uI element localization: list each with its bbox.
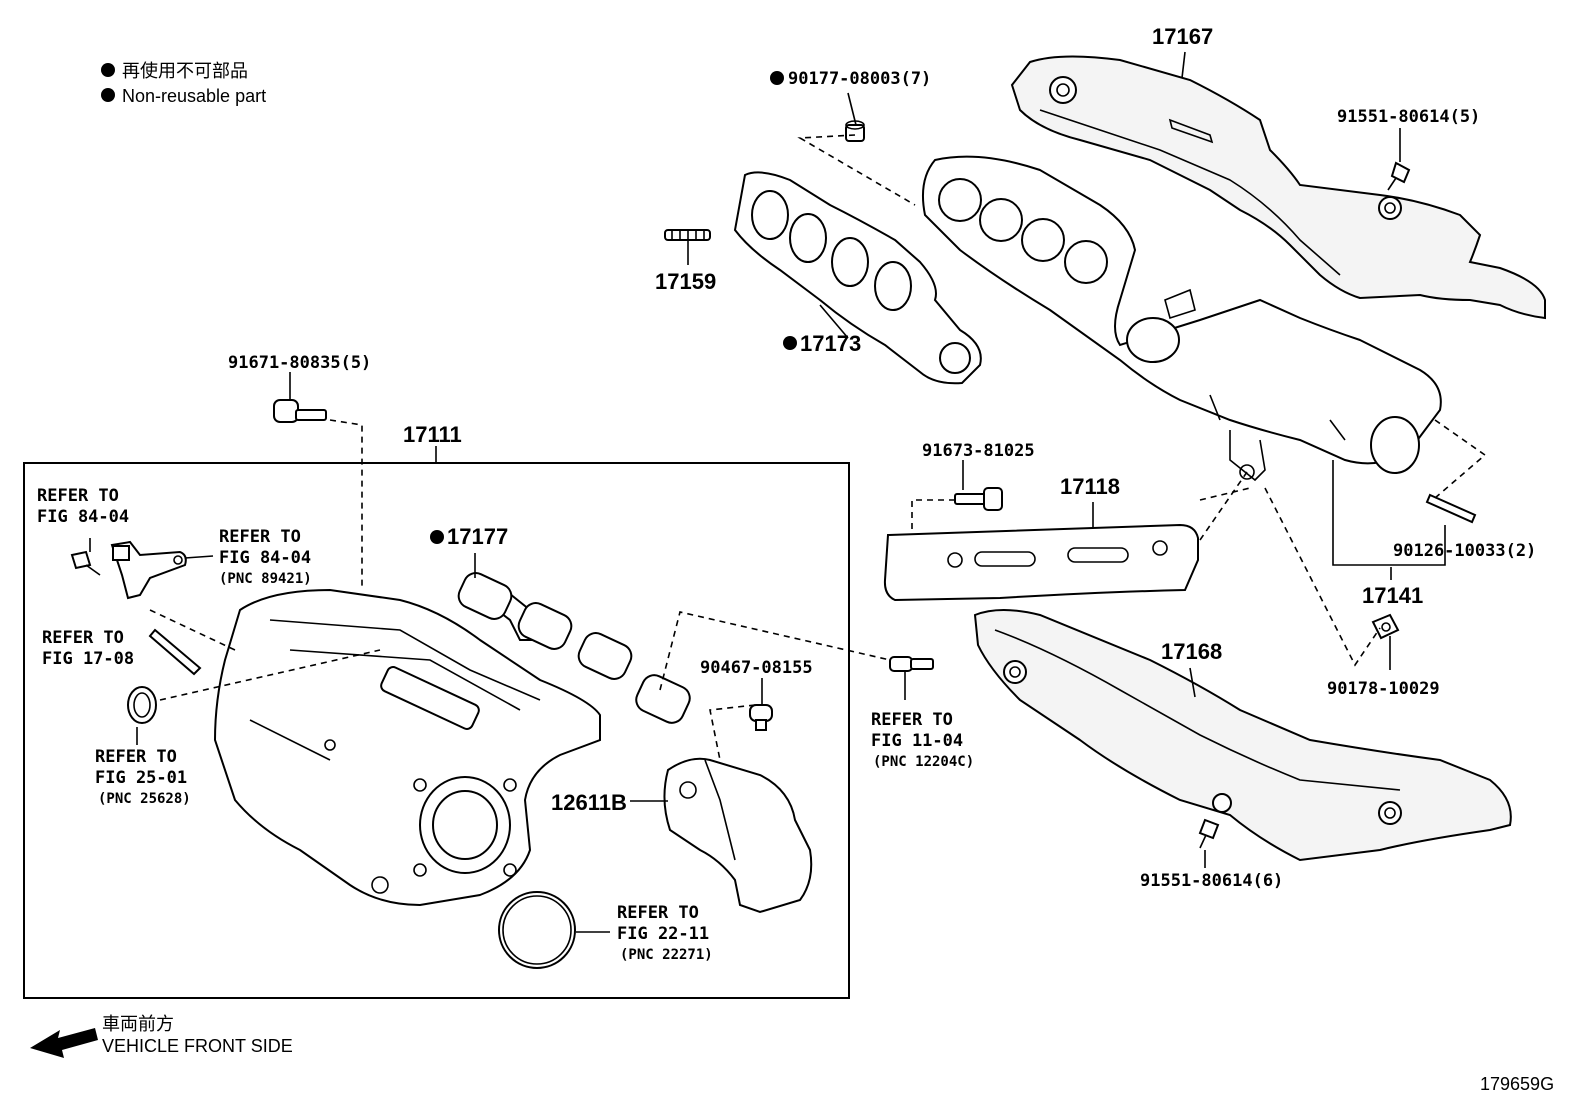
- refer-to-84-04-a: REFER TO FIG 84-04: [37, 486, 129, 527]
- legend: 再使用不可部品 Non-reusable part: [101, 61, 266, 106]
- bolt-91551-upper: [1387, 161, 1411, 191]
- connector-lines: [149, 134, 1487, 761]
- nut-90177: [845, 120, 865, 142]
- refer-line-3: (PNC 22271): [620, 947, 713, 963]
- part-label: 91551-80614(6): [1140, 871, 1283, 891]
- part-label: 17177: [447, 524, 508, 549]
- refer-line-1: REFER TO: [42, 628, 124, 648]
- clamp-ring: [127, 686, 157, 724]
- hose: [148, 628, 202, 676]
- legend-jp: 再使用不可部品: [122, 61, 248, 81]
- non-reusable-bullet-icon: [783, 336, 797, 350]
- part-label: 17167: [1152, 24, 1213, 49]
- refer-line-1: REFER TO: [95, 747, 177, 767]
- manifold-stay-17118: [883, 523, 1199, 602]
- bolt-91551-lower: [1198, 818, 1220, 849]
- intake-manifold: [213, 588, 601, 907]
- front-side-en: VEHICLE FRONT SIDE: [102, 1036, 293, 1056]
- part-label: 90126-10033(2): [1393, 541, 1536, 561]
- bolt-91671: [273, 399, 327, 423]
- front-side-jp: 車両前方: [102, 1014, 174, 1034]
- refer-line-1: REFER TO: [617, 903, 699, 923]
- vehicle-front-side: 車両前方 VEHICLE FRONT SIDE: [30, 1014, 293, 1058]
- refer-line-2: FIG 17-08: [42, 649, 134, 669]
- part-label: 17168: [1161, 639, 1222, 664]
- stud-17159: [664, 229, 711, 241]
- stud-90126: [1425, 493, 1477, 524]
- part-label: 91673-81025: [922, 441, 1035, 461]
- bolt-90467: [749, 704, 773, 731]
- heat-insulator-upper: [1010, 55, 1546, 320]
- legend-en: Non-reusable part: [122, 86, 266, 106]
- refer-to-17-08: REFER TO FIG 17-08: [42, 628, 134, 669]
- refer-to-84-04-b: REFER TO FIG 84-04 (PNC 89421): [219, 527, 312, 587]
- refer-line-1: REFER TO: [871, 710, 953, 730]
- refer-line-2: FIG 84-04: [37, 507, 129, 527]
- non-reusable-bullet-icon: [430, 530, 444, 544]
- refer-to-11-04: REFER TO FIG 11-04 (PNC 12204C): [871, 710, 974, 770]
- part-label: 17141: [1362, 583, 1423, 608]
- sensor: [110, 540, 187, 600]
- refer-line-3: (PNC 89421): [219, 571, 312, 587]
- exhaust-manifold-gasket: [733, 171, 982, 385]
- front-arrow-icon: [30, 1028, 98, 1058]
- refer-line-1: REFER TO: [219, 527, 301, 547]
- exhaust-manifold: [922, 155, 1442, 482]
- figure-id: 179659G: [1480, 1074, 1554, 1094]
- sensor-pnc-12204c: [889, 656, 934, 672]
- non-reusable-bullet-icon: [101, 88, 115, 102]
- refer-line-3: (PNC 25628): [98, 791, 191, 807]
- non-reusable-bullet-icon: [770, 71, 784, 85]
- leader-lines: [89, 51, 1446, 933]
- part-label: 90178-10029: [1327, 679, 1440, 699]
- refer-line-2: FIG 84-04: [219, 548, 311, 568]
- part-label: 90467-08155: [700, 658, 813, 678]
- refer-line-3: (PNC 12204C): [873, 754, 974, 770]
- throttle-gasket-ring: [498, 891, 576, 969]
- refer-to-22-11: REFER TO FIG 22-11 (PNC 22271): [617, 903, 713, 963]
- part-label: 91551-80614(5): [1337, 107, 1480, 127]
- refer-line-1: REFER TO: [37, 486, 119, 506]
- part-label: 17111: [403, 422, 462, 447]
- intake-manifold-gasket: [457, 572, 691, 724]
- part-label: 17173: [800, 331, 861, 356]
- refer-line-2: FIG 11-04: [871, 731, 963, 751]
- refer-line-2: FIG 25-01: [95, 768, 187, 788]
- refer-to-25-01: REFER TO FIG 25-01 (PNC 25628): [95, 747, 191, 807]
- bracket-12611b: [663, 757, 813, 914]
- part-label: 91671-80835(5): [228, 353, 371, 373]
- part-label: 17159: [655, 269, 716, 294]
- part-label: 12611B: [551, 790, 627, 815]
- part-label: 90177-08003(7): [788, 69, 931, 89]
- refer-line-2: FIG 22-11: [617, 924, 709, 944]
- part-label: 17118: [1060, 474, 1120, 499]
- non-reusable-bullet-icon: [101, 63, 115, 77]
- bolt-91673: [954, 487, 1003, 511]
- nut-90178: [1371, 613, 1400, 640]
- sensor-bolt: [70, 550, 101, 576]
- heat-insulator-lower: [973, 609, 1512, 862]
